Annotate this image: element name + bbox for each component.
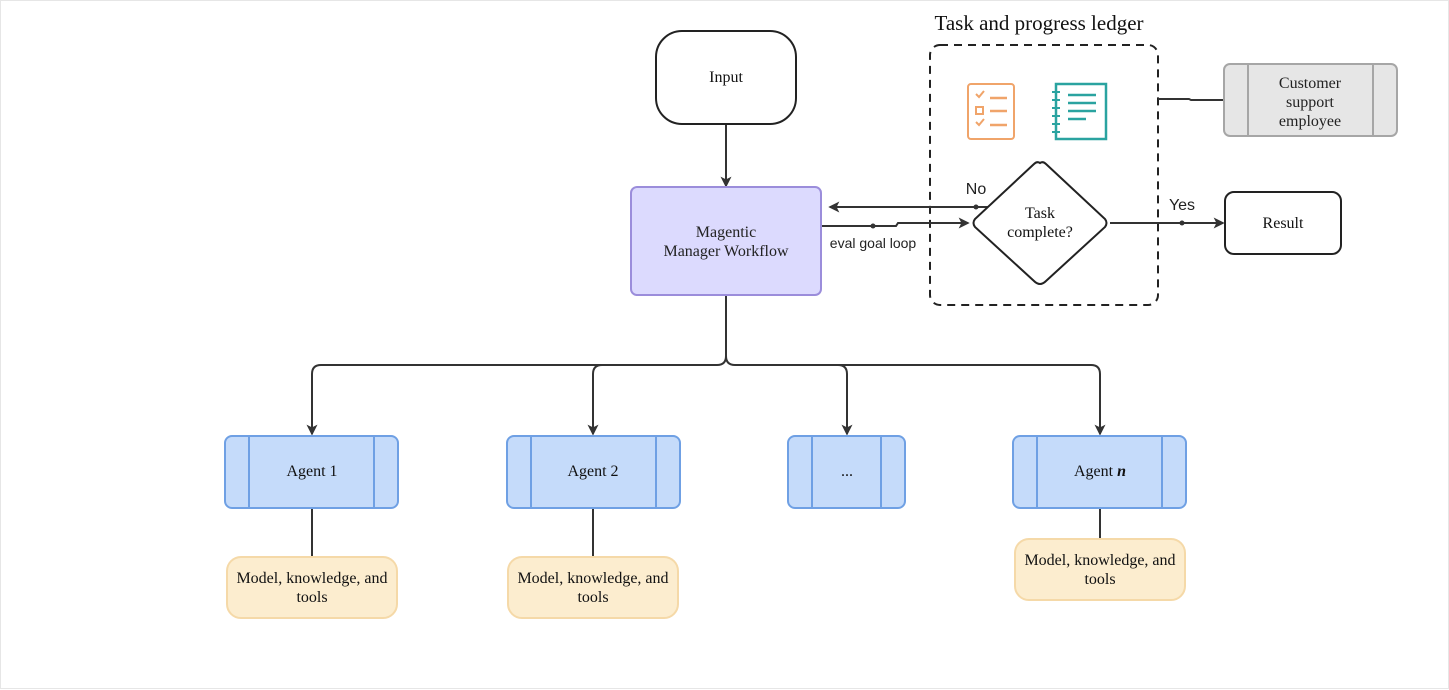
edge-label-no: No — [966, 181, 987, 198]
edge-manager-to-agent-2 — [587, 364, 717, 436]
tools-1-label-line2: tools — [296, 589, 327, 606]
edge-loop-manager-to-decision — [822, 217, 970, 229]
decision-node: Task complete? — [972, 161, 1108, 286]
tools-2-label-line1: Model, knowledge, and — [517, 570, 668, 587]
decision-node-label-line2: complete? — [1007, 224, 1073, 241]
ledger-group: Task and progress ledger — [929, 11, 1159, 306]
decision-node-label-line1: Task — [1025, 205, 1055, 222]
ledger-title: Task and progress ledger — [934, 11, 1143, 35]
tools-2-label-line2: tools — [577, 589, 608, 606]
agent-node-n: Agent n — [1012, 435, 1187, 509]
tools-node-2: Model, knowledge, and tools — [507, 556, 679, 619]
ledger-boundary — [929, 44, 1159, 306]
agent-ellipsis-label: ... — [841, 463, 853, 480]
result-node-label: Result — [1263, 215, 1304, 232]
employee-node-label-line3: employee — [1279, 113, 1341, 130]
checklist-icon — [967, 83, 1015, 140]
employee-node: Customer support employee — [1223, 63, 1398, 137]
agent-node-2: Agent 2 — [506, 435, 681, 509]
edge-label-yes: Yes — [1169, 197, 1195, 214]
employee-node-label-line1: Customer — [1279, 75, 1342, 92]
input-node: Input — [655, 30, 797, 125]
tools-n-label-line2: tools — [1084, 571, 1115, 588]
manager-node-label-line2: Manager Workflow — [663, 243, 788, 260]
agent-node-1: Agent 1 — [224, 435, 399, 509]
edge-label-loop: eval goal loop — [830, 235, 917, 251]
agent-1-label: Agent 1 — [286, 463, 337, 480]
tools-n-label-line1: Model, knowledge, and — [1024, 552, 1175, 569]
edge-employee-to-ledger — [1158, 98, 1224, 101]
manager-node: Magentic Manager Workflow — [630, 186, 822, 296]
agent-2-label: Agent 2 — [567, 463, 618, 480]
input-node-label: Input — [709, 69, 743, 86]
edges — [306, 98, 1225, 557]
agent-n-label: Agent n — [1074, 463, 1126, 480]
edge-no-decision-to-manager — [828, 201, 994, 213]
result-node: Result — [1224, 191, 1342, 255]
notebook-icon — [1052, 82, 1108, 141]
tools-1-label-line1: Model, knowledge, and — [236, 570, 387, 587]
tools-node-n: Model, knowledge, and tools — [1014, 538, 1186, 601]
manager-node-label-line1: Magentic — [696, 224, 756, 241]
tools-node-1: Model, knowledge, and tools — [226, 556, 398, 619]
edge-manager-to-agent-ellipsis — [725, 355, 853, 436]
employee-node-label-line2: support — [1286, 94, 1335, 111]
agent-node-ellipsis: ... — [787, 435, 906, 509]
edge-manager-to-agent-n — [838, 364, 1106, 436]
